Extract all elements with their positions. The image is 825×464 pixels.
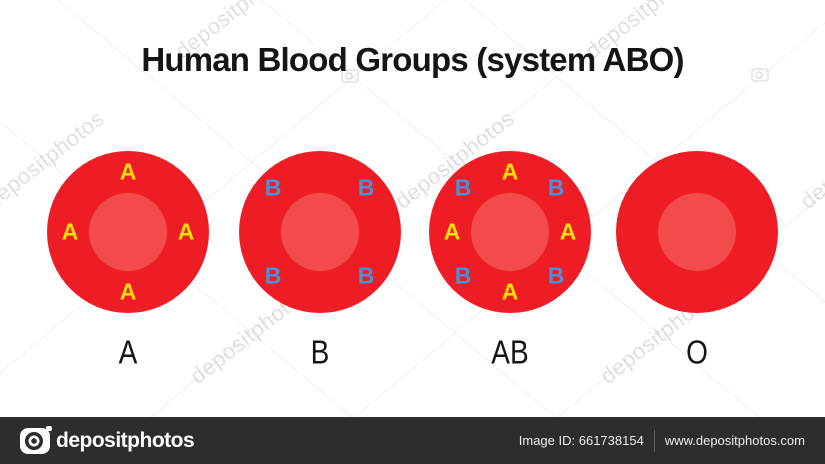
antigen-a-label: A bbox=[559, 218, 577, 245]
red-blood-cell-a bbox=[47, 151, 209, 313]
antigen-b-label: B bbox=[547, 174, 565, 201]
red-blood-cell-ab bbox=[429, 151, 591, 313]
blood-group-b-figure: B B B B B bbox=[239, 151, 401, 369]
antigen-b-label: B bbox=[264, 174, 282, 201]
blood-group-a-figure: A A A A A bbox=[47, 151, 209, 369]
antigen-a-label: A bbox=[443, 218, 461, 245]
footer-info: Image ID: 661738154 www.depositphotos.co… bbox=[518, 429, 805, 452]
group-label-ab: AB bbox=[491, 333, 529, 371]
camera-logo-icon bbox=[20, 425, 52, 454]
red-blood-cell-o bbox=[616, 151, 778, 313]
blood-group-o-figure: O bbox=[616, 151, 778, 369]
antigen-a-label: A bbox=[501, 158, 519, 185]
cell-b-inner-circle bbox=[281, 193, 359, 271]
depositphotos-logo: depositphotos bbox=[20, 425, 195, 454]
antigen-a-label: A bbox=[61, 218, 79, 245]
antigen-a-label: A bbox=[119, 158, 137, 185]
antigen-b-label: B bbox=[454, 262, 472, 289]
antigen-a-label: A bbox=[501, 278, 519, 305]
antigen-a-label: A bbox=[119, 278, 137, 305]
cell-o-inner-circle bbox=[658, 193, 736, 271]
antigen-b-label: B bbox=[454, 174, 472, 201]
group-label-o: O bbox=[686, 333, 708, 371]
antigen-b-label: B bbox=[547, 262, 565, 289]
footer-divider bbox=[653, 429, 655, 452]
cell-a-antigens: A A A A bbox=[47, 151, 209, 313]
camera-flash-dot bbox=[46, 425, 52, 431]
footer-bar: depositphotos Image ID: 661738154 www.de… bbox=[0, 417, 825, 464]
cell-o-antigens bbox=[616, 151, 778, 313]
red-blood-cell-b bbox=[239, 151, 401, 313]
group-label-b: B bbox=[310, 333, 330, 371]
page-title: Human Blood Groups (system ABO) bbox=[141, 41, 684, 78]
website-url-text: www.depositphotos.com bbox=[664, 433, 805, 448]
antigen-b-label: B bbox=[264, 262, 282, 289]
cell-b-antigens: B B B B bbox=[239, 151, 401, 313]
cell-ab-inner-circle bbox=[471, 193, 549, 271]
cell-a-inner-circle bbox=[89, 193, 167, 271]
watermark-text: depositphotos bbox=[795, 105, 825, 214]
antigen-a-label: A bbox=[177, 218, 195, 245]
image-id-text: Image ID: 661738154 bbox=[518, 433, 644, 448]
group-label-a: A bbox=[118, 333, 138, 371]
brand-name: depositphotos bbox=[56, 428, 195, 452]
antigen-b-label: B bbox=[357, 174, 375, 201]
antigen-b-label: B bbox=[357, 262, 375, 289]
